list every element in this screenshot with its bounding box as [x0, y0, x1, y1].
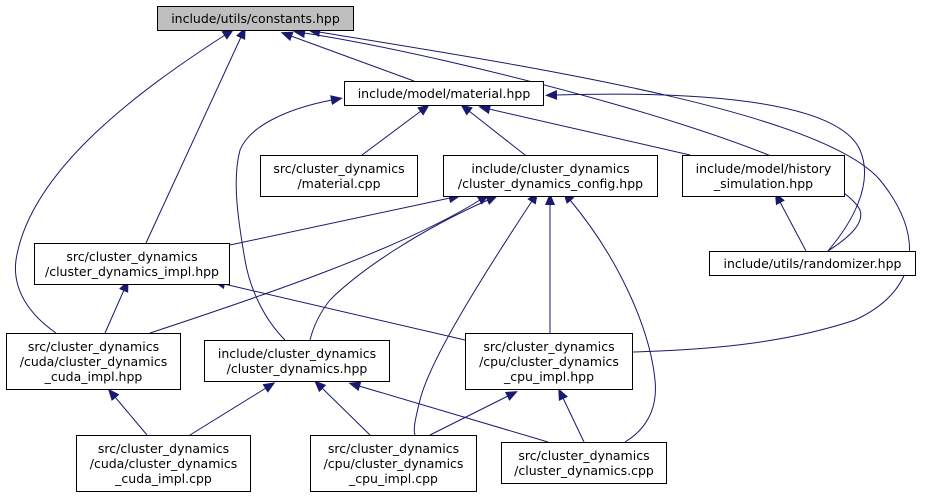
node-label-line: _cuda_impl.hpp: [44, 369, 143, 384]
node-cuda-hpp[interactable]: src/cluster_dynamics/cuda/cluster_dynami…: [6, 333, 181, 390]
node-label-line: include/cluster_dynamics: [471, 161, 630, 176]
edge-cuda_cpp-to-cd_hpp: [189, 382, 276, 436]
node-label-line: _simulation.hpp: [713, 176, 814, 191]
node-label-line: /cluster_dynamics_config.hpp: [457, 176, 644, 191]
edge-randomizer-to-material: [545, 89, 865, 252]
edge-cpu_cpp-to-cpu_hpp: [429, 391, 518, 436]
node-label-line: _cuda_impl.cpp: [115, 471, 212, 486]
edge-randomizer-to-constants: [293, 28, 862, 252]
node-label-line: _cpu_impl.hpp: [503, 369, 595, 384]
edge-material_cpp-to-material: [361, 104, 430, 156]
node-label-line: /cpu/cluster_dynamics: [479, 354, 619, 369]
node-label-line: _cpu_impl.cpp: [348, 471, 438, 486]
edge-cpu_cpp-to-config: [413, 191, 539, 436]
node-cpu-cpp[interactable]: src/cluster_dynamics/cpu/cluster_dynamic…: [310, 435, 477, 492]
node-label-line: include/model/history: [695, 161, 832, 176]
node-label-line: /cpu/cluster_dynamics: [323, 456, 464, 471]
node-label-line: src/cluster_dynamics: [483, 339, 615, 354]
edge-cd_cpp-to-config: [562, 191, 656, 443]
edge-impl-to-constants: [145, 27, 246, 244]
edge-cpu_cpp-to-cd_hpp: [314, 380, 371, 436]
edge-cuda_hpp-to-constants: [14, 29, 235, 334]
node-label-line: src/cluster_dynamics: [97, 441, 230, 456]
edge-cuda_hpp-to-impl: [104, 279, 129, 334]
edge-material-to-constants: [280, 31, 415, 82]
node-cd-cpp[interactable]: src/cluster_dynamics/cluster_dynamics.cp…: [501, 442, 667, 484]
edge-cd_hpp-to-material: [235, 95, 343, 341]
edge-impl-to-config: [229, 193, 461, 246]
node-impl[interactable]: src/cluster_dynamics/cluster_dynamics_im…: [34, 243, 230, 285]
edge-config-to-material: [460, 104, 526, 156]
node-material-cpp[interactable]: src/cluster_dynamics/material.cpp: [260, 155, 418, 197]
node-label-line: /material.cpp: [297, 176, 381, 191]
edge-cpu_hpp-to-impl: [213, 279, 466, 341]
node-label-line: src/cluster_dynamics: [518, 448, 650, 463]
node-label-line: src/cluster_dynamics: [27, 339, 160, 354]
edge-cuda_hpp-to-config: [149, 194, 490, 334]
edge-history-to-material: [478, 104, 691, 156]
node-constants: include/utils/constants.hpp: [157, 6, 354, 31]
node-label-line: /cuda/cluster_dynamics: [19, 354, 168, 369]
node-cuda-cpp[interactable]: src/cluster_dynamics/cuda/cluster_dynami…: [76, 435, 251, 492]
node-label-line: include/cluster_dynamics: [217, 346, 377, 361]
edge-cuda_cpp-to-cuda_hpp: [107, 388, 148, 436]
edge-cd_cpp-to-cpu_hpp: [558, 388, 585, 443]
node-history[interactable]: include/model/history_simulation.hpp: [682, 155, 845, 197]
edge-randomizer-to-history: [774, 192, 807, 252]
node-label-line: include/utils/randomizer.hpp: [723, 256, 902, 271]
edge-cpu_hpp-to-constants: [308, 27, 910, 353]
node-material[interactable]: include/model/material.hpp: [344, 81, 544, 106]
node-label-line: /cluster_dynamics.cpp: [514, 463, 654, 478]
node-label-line: src/cluster_dynamics: [273, 161, 405, 176]
edge-cd_hpp-to-config: [309, 195, 499, 341]
node-label-line: src/cluster_dynamics: [66, 249, 198, 264]
node-label-line: include/utils/constants.hpp: [171, 11, 340, 26]
edge-cd_cpp-to-cd_hpp: [348, 381, 549, 443]
node-config[interactable]: include/cluster_dynamics/cluster_dynamic…: [443, 155, 658, 197]
node-label-line: /cuda/cluster_dynamics: [89, 456, 238, 471]
node-label-line: /cluster_dynamics.hpp: [226, 361, 368, 376]
node-cd-hpp[interactable]: include/cluster_dynamics/cluster_dynamic…: [204, 340, 390, 382]
node-label-line: include/model/material.hpp: [357, 86, 531, 101]
node-label-line: src/cluster_dynamics: [327, 441, 460, 456]
node-randomizer[interactable]: include/utils/randomizer.hpp: [709, 251, 916, 276]
node-cpu-hpp[interactable]: src/cluster_dynamics/cpu/cluster_dynamic…: [465, 333, 633, 390]
node-label-line: /cluster_dynamics_impl.hpp: [45, 264, 219, 279]
